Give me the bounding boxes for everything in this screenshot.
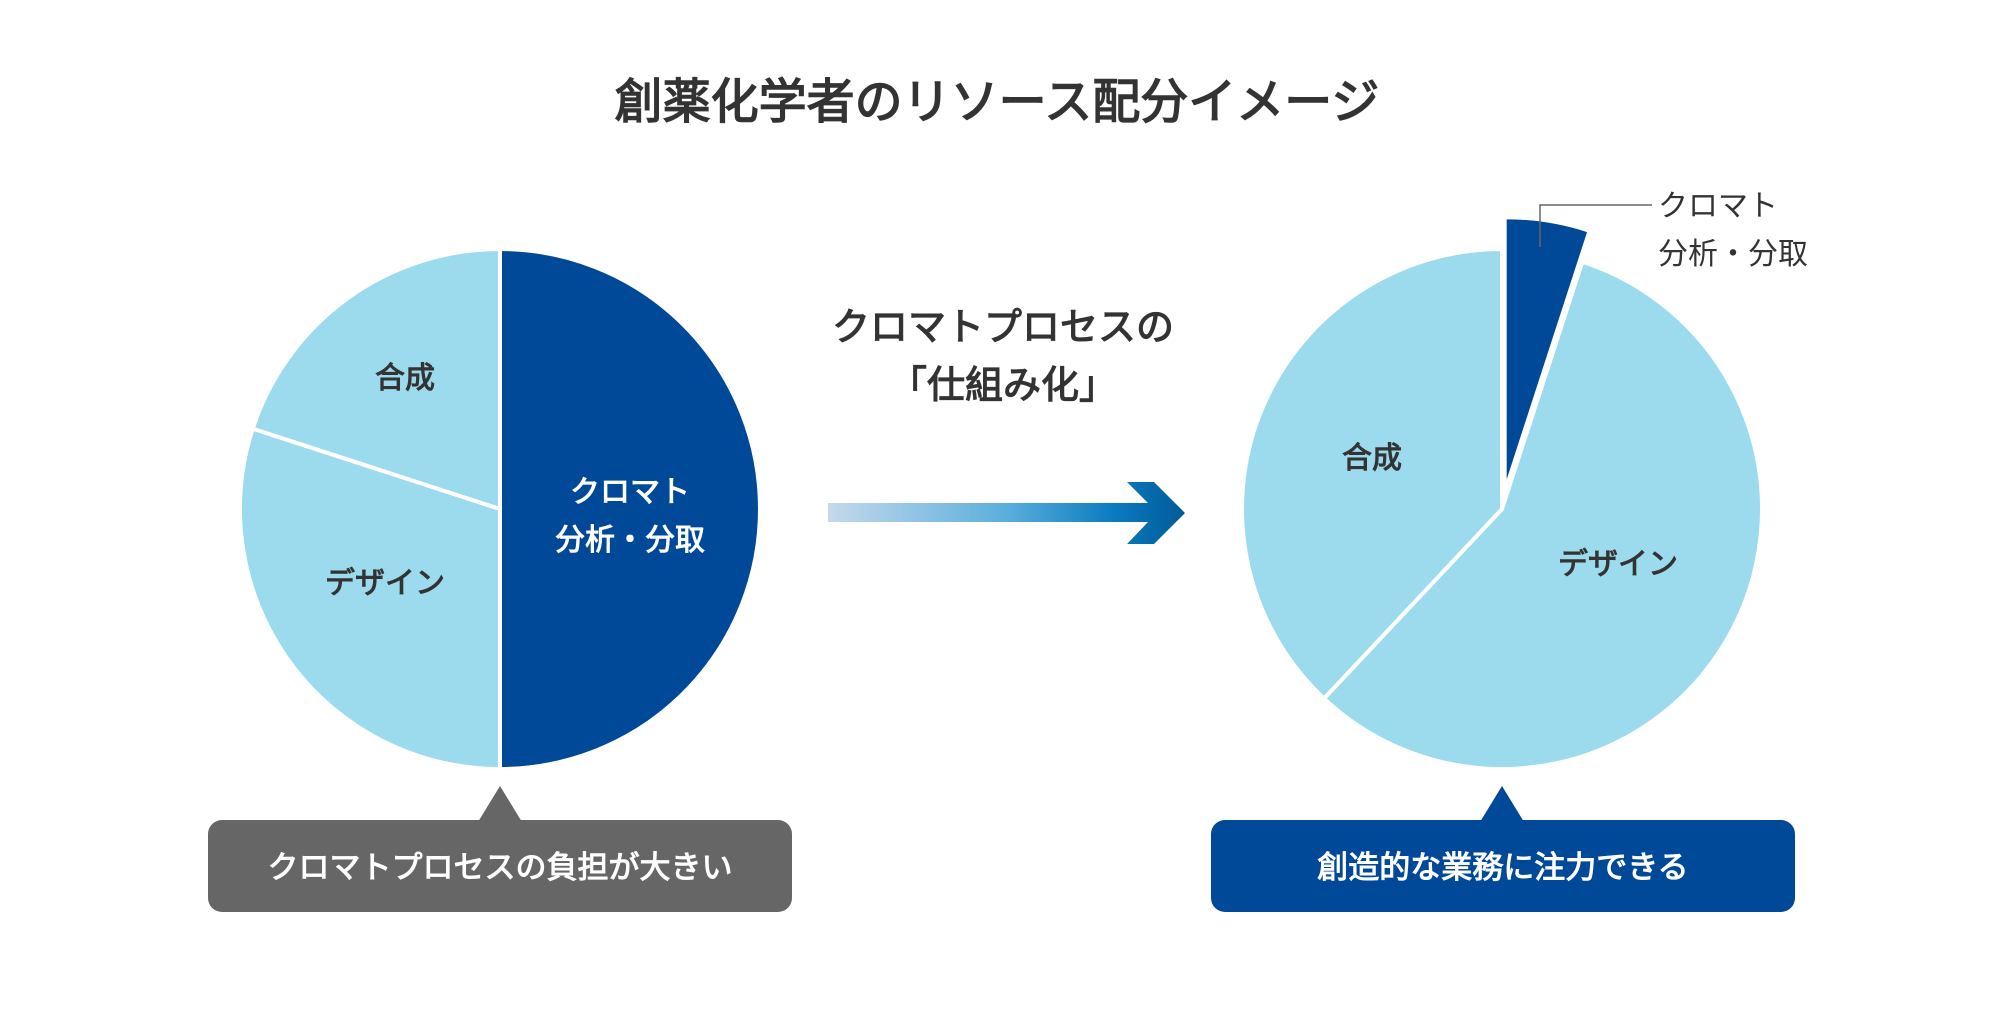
pie-slice-デザイン: [238, 426, 502, 771]
label-before-design: デザイン: [325, 566, 445, 601]
label-after-chromato-2: 分析・分取: [1658, 237, 1808, 272]
caption-before-bubble: クロマトプロセスの負担が大きい: [208, 786, 792, 912]
middle-heading-1: クロマトプロセスの: [832, 305, 1174, 349]
pie-slice-クロマト分析・分取: [498, 247, 762, 771]
label-after-design: デザイン: [1558, 547, 1678, 582]
middle-heading-2: 「仕組み化」: [889, 363, 1117, 407]
arrow-right-icon: [828, 482, 1185, 544]
caption-after-bubble: 創造的な業務に注力できる: [1211, 786, 1795, 912]
label-after-chromato-1: クロマト: [1658, 189, 1778, 224]
label-before-chromato-1: クロマト: [570, 475, 690, 510]
pie-before: [238, 247, 762, 771]
page-title: 創薬化学者のリソース配分イメージ: [615, 74, 1380, 130]
pie-slice-合成: [1240, 247, 1504, 701]
label-after-synthesis: 合成: [1342, 441, 1402, 476]
pie-slice-合成: [250, 247, 502, 511]
caption-after: 創造的な業務に注力できる: [1317, 850, 1688, 886]
pie-after: [1240, 219, 1764, 771]
caption-before: クロマトプロセスの負担が大きい: [268, 850, 733, 886]
label-before-synthesis: 合成: [375, 361, 435, 396]
callout-leader-line: [1539, 204, 1652, 247]
pie-slice-クロマト分析・分取: [1506, 219, 1588, 480]
label-before-chromato-2: 分析・分取: [555, 523, 705, 558]
pie-slice-デザイン: [1322, 259, 1764, 771]
